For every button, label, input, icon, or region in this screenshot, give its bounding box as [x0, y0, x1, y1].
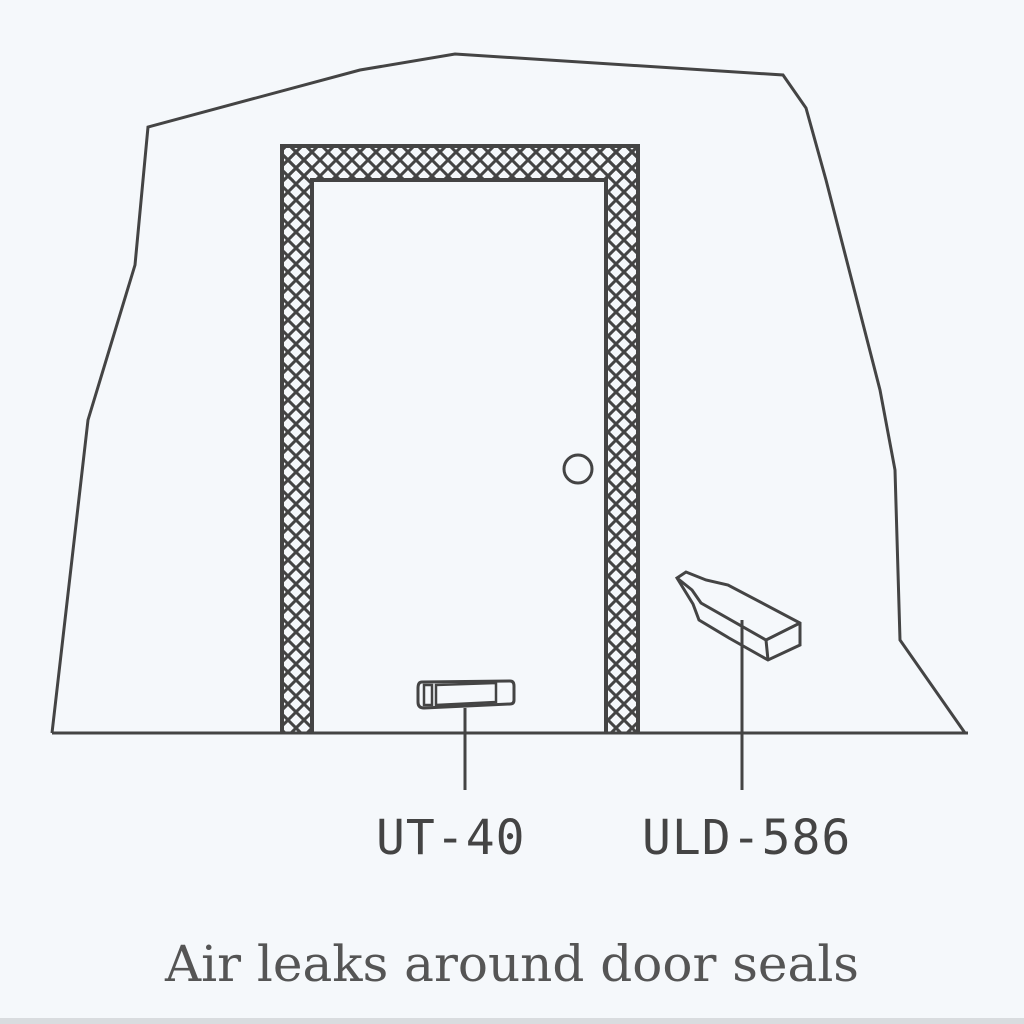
uld-586-label: ULD-586	[642, 810, 852, 866]
building-outline	[50, 52, 967, 734]
door-frame-seal	[280, 144, 640, 733]
door-knob-icon	[562, 453, 594, 485]
ut-40-product-icon	[416, 679, 516, 790]
ut-40-label: UT-40	[376, 810, 526, 866]
diagram-caption: Air leaks around door seals	[165, 935, 859, 993]
uld-586-product-icon	[674, 570, 802, 790]
bottom-border	[0, 1018, 1024, 1024]
